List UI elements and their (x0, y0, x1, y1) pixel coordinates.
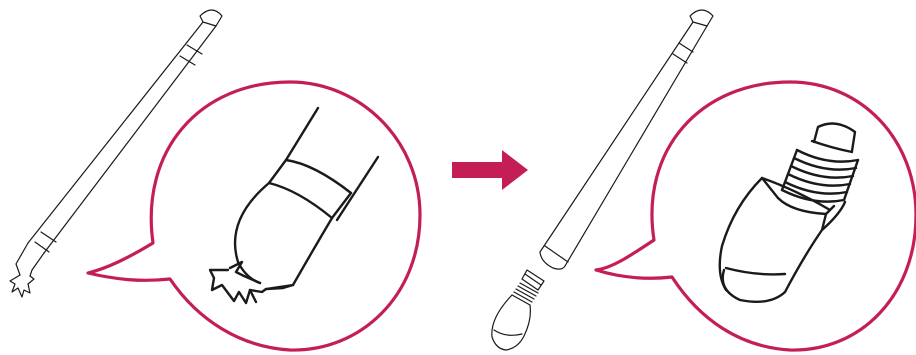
callout-bubble-outline (594, 80, 916, 352)
callout-bubble-new (594, 80, 916, 352)
detached-nib (491, 269, 545, 351)
callout-bubble-outline (86, 80, 422, 352)
stylus-nib-removed (539, 9, 714, 270)
arrow-right-icon (452, 150, 528, 190)
callout-bubble-worn (86, 80, 422, 352)
worn-nib-closeup (208, 106, 380, 305)
new-nib-closeup (718, 122, 860, 303)
stylus-worn (9, 9, 223, 298)
